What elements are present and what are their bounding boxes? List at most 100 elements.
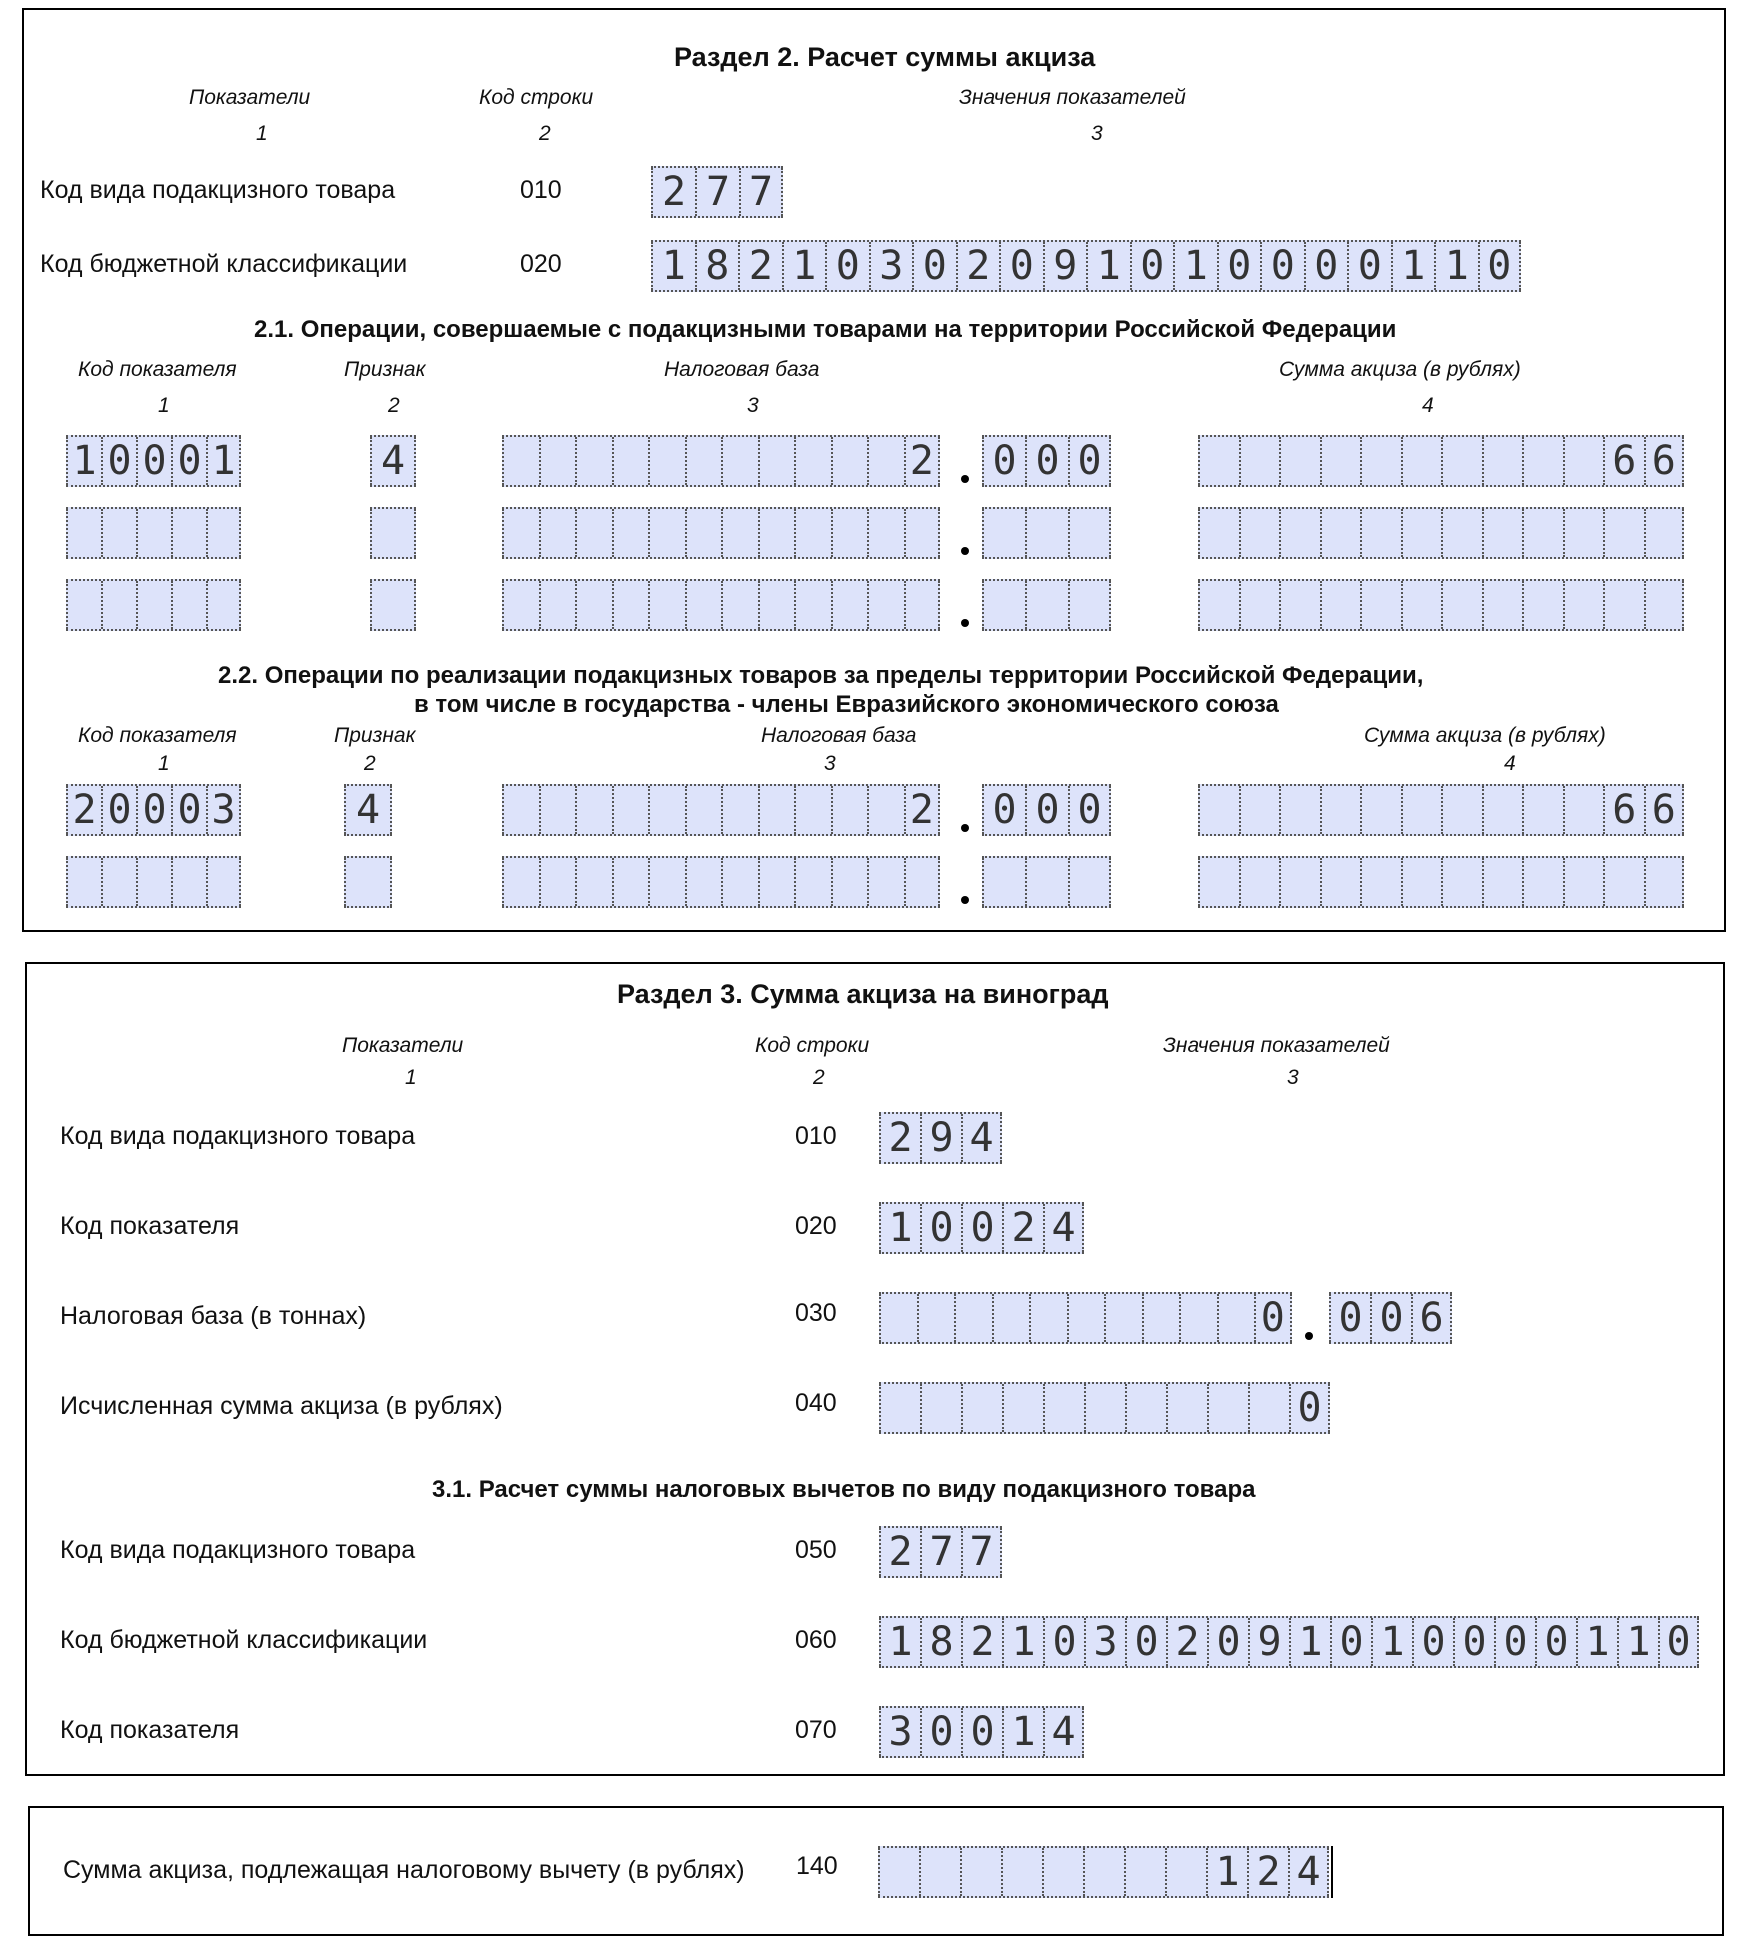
tax-base-int-field[interactable] <box>502 579 940 631</box>
sign-field[interactable]: 4 <box>370 435 416 487</box>
deduction-label: Сумма акциза, подлежащая налоговому выче… <box>63 1856 745 1884</box>
digit-cell <box>101 581 136 629</box>
digit-cell: 1 <box>1206 1848 1247 1896</box>
digit-cell <box>991 1294 1030 1342</box>
digit-cell: 0 <box>1329 1294 1370 1342</box>
indicator-code-field[interactable] <box>66 856 241 908</box>
digit-cell: 6 <box>1411 1294 1452 1342</box>
tax-base-frac-field[interactable] <box>982 507 1111 559</box>
digit-cell <box>1481 437 1523 485</box>
digit-cell <box>1441 509 1482 557</box>
digit-cell: 0 <box>982 786 1025 834</box>
excise-sum-field[interactable] <box>1198 507 1684 559</box>
sign-field[interactable] <box>370 507 416 559</box>
digit-cell <box>1125 1384 1166 1432</box>
digit-cell <box>1124 1848 1165 1896</box>
tax-base-frac-field[interactable] <box>982 579 1111 631</box>
digit-cell <box>1603 509 1644 557</box>
sign-field[interactable]: 4 <box>344 784 392 836</box>
digit-cell: 0 <box>1207 1618 1248 1666</box>
digit-cell <box>1068 858 1111 906</box>
digit-cell <box>171 858 206 906</box>
row-label: Код показателя <box>60 1716 240 1744</box>
decimal-point <box>961 824 969 832</box>
digit-cell <box>1238 858 1280 906</box>
digit-cell: 2 <box>879 1114 920 1162</box>
digit-cell <box>1441 437 1482 485</box>
tax-base-int-field[interactable]: 0 <box>879 1292 1292 1344</box>
digit-cell <box>1068 581 1111 629</box>
indicator-code-field[interactable] <box>66 507 241 559</box>
row-label: Код бюджетной классификации <box>60 1626 428 1654</box>
tax-base-int-field[interactable]: 2 <box>502 435 940 487</box>
digit-cell <box>502 437 539 485</box>
col-header-tax-base: Налоговая база <box>761 724 917 747</box>
digit-cell: 0 <box>1260 242 1304 290</box>
deduction-code: 140 <box>796 1852 838 1880</box>
digit-cell <box>1319 786 1361 834</box>
digit-cell <box>1238 786 1280 834</box>
digit-cell: 2 <box>1002 1204 1043 1252</box>
digit-cell: 0 <box>1453 1618 1494 1666</box>
digit-cell: 1 <box>66 437 101 485</box>
digit-cell <box>1360 437 1401 485</box>
digit-cell <box>344 858 392 906</box>
excise-sum-field[interactable] <box>1198 856 1684 908</box>
col-header-sign: Признак <box>334 724 416 747</box>
digit-cell <box>1522 581 1563 629</box>
digit-cell <box>538 858 576 906</box>
tax-base-int-field[interactable] <box>502 856 940 908</box>
subsection-2-2-title-line2: в том числе в государства - члены Еврази… <box>414 691 1279 718</box>
digit-cell: 2 <box>1166 1618 1207 1666</box>
excise-sum-field[interactable] <box>1198 579 1684 631</box>
digit-cell <box>1068 509 1111 557</box>
tax-base-int-field[interactable]: 2 <box>502 784 940 836</box>
section-2-panel: Раздел 2. Расчет суммы акциза Показатели… <box>22 8 1726 932</box>
digit-cell <box>867 437 904 485</box>
digit-cell <box>1441 858 1482 906</box>
digit-cell <box>1643 581 1684 629</box>
digit-cell <box>171 581 206 629</box>
digit-cell <box>684 581 722 629</box>
col-header-excise-sum: Сумма акциза (в рублях) <box>1364 724 1606 747</box>
row-label: Код вида подакцизного товара <box>40 176 396 204</box>
digit-cell <box>1441 786 1482 834</box>
col-number-3: 3 <box>824 752 836 775</box>
sign-field[interactable] <box>344 856 392 908</box>
digit-cell: 0 <box>1412 1618 1453 1666</box>
digit-cell <box>538 509 576 557</box>
tax-base-frac-field[interactable] <box>982 856 1111 908</box>
digit-cell <box>1279 509 1320 557</box>
digit-cell <box>794 509 831 557</box>
excise-sum-field[interactable]: 0 <box>879 1382 1330 1434</box>
digit-cell <box>830 858 868 906</box>
row-code: 020 <box>795 1212 837 1240</box>
digit-cell: 0 <box>1129 242 1174 290</box>
digit-cell <box>1562 509 1604 557</box>
digit-cell <box>136 581 171 629</box>
digit-cell <box>66 858 101 906</box>
row-label: Код показателя <box>60 1212 240 1240</box>
digit-cell: 2 <box>738 242 782 290</box>
digit-cell <box>1522 437 1563 485</box>
tax-base-int-field[interactable] <box>502 507 940 559</box>
indicator-code-field[interactable] <box>66 579 241 631</box>
digit-cell <box>611 437 649 485</box>
sign-field[interactable] <box>370 579 416 631</box>
digit-cell <box>1279 858 1320 906</box>
